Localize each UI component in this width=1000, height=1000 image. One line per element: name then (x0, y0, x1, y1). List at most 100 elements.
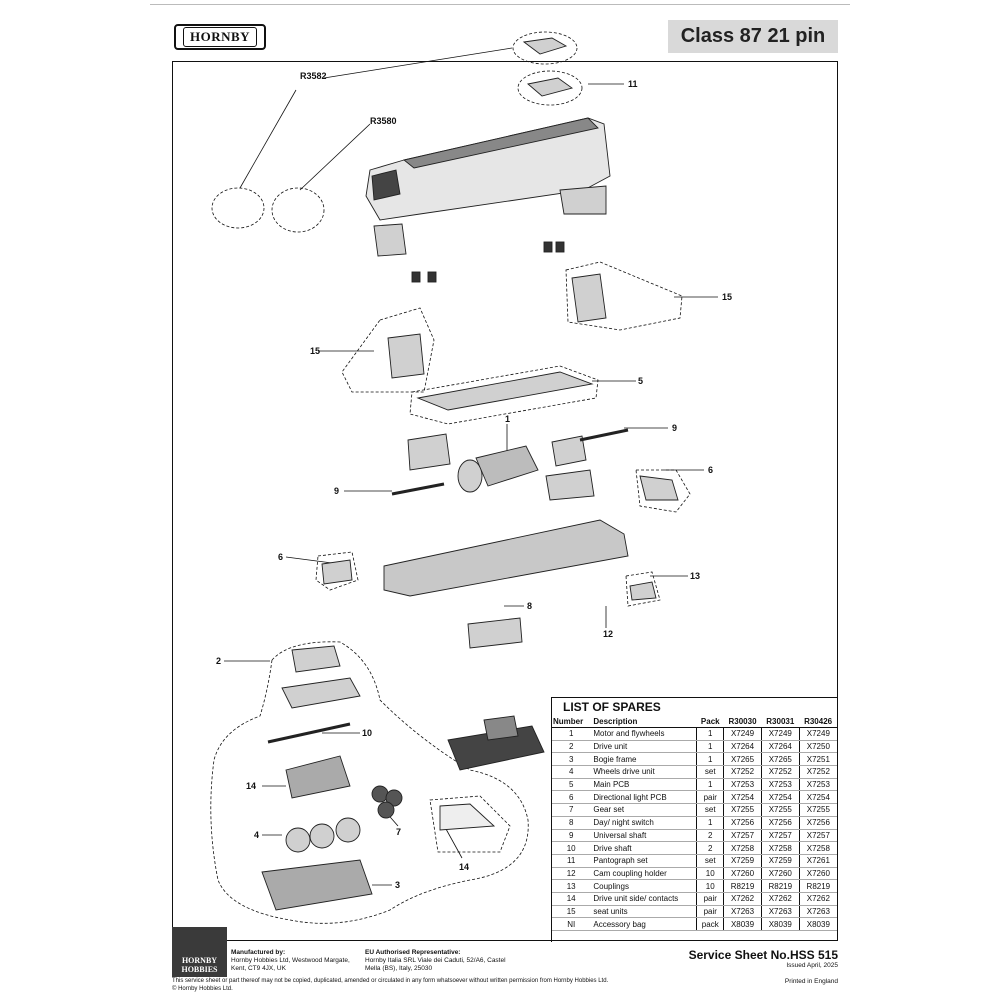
callout-2: 2 (216, 656, 222, 666)
spares-cell-r30031: X7264 (761, 740, 800, 754)
spares-cell-number: 14 (551, 892, 592, 906)
group-light-pcb-left (315, 551, 359, 591)
callout-15b: 15 (310, 346, 321, 356)
spares-cell-number: 3 (551, 752, 592, 767)
spares-cell-pack: pair (696, 905, 725, 919)
callout-10: 10 (362, 728, 373, 738)
eu-representative-info: EU Authorised Representative: Hornby Ita… (365, 949, 515, 973)
spares-cell-r30426: X7255 (799, 803, 837, 817)
spares-cell-r30426: X7256 (799, 816, 837, 830)
spares-cell-r30031: X7262 (761, 892, 800, 906)
issued-date: Issued April, 2025 (786, 962, 838, 969)
callout-8: 8 (527, 601, 533, 611)
spares-cell-description: Accessory bag (591, 917, 697, 931)
group-r3582-parts (211, 187, 265, 229)
spares-cell-r30426: X7263 (799, 905, 837, 919)
chassis (383, 519, 629, 597)
leader-r3582-down (239, 89, 297, 189)
spares-cell-r30426: X7251 (799, 752, 837, 767)
spares-cell-description: Bogie frame (591, 752, 697, 767)
spares-cell-r30031: R8219 (761, 879, 800, 893)
spares-cell-pack: 1 (696, 778, 725, 792)
spares-cell-description: Cam coupling holder (591, 867, 697, 881)
top-rule (150, 4, 850, 5)
spares-cell-number: 8 (551, 816, 592, 830)
spares-list: LIST OF SPARES Number Description Pack R… (551, 697, 837, 931)
spares-cell-pack: 1 (696, 740, 725, 754)
spares-cell-r30426: X7261 (799, 854, 837, 868)
spares-cell-r30030: X8039 (723, 917, 762, 931)
col-r30030: R30030 (723, 716, 762, 728)
spares-cell-number: 4 (551, 765, 592, 779)
spares-cell-number: NI (551, 917, 592, 931)
spares-cell-r30426: X7262 (799, 892, 837, 906)
spares-cell-r30031: X7259 (761, 854, 800, 868)
universal-shaft-left (391, 482, 445, 496)
spares-cell-description: Pantograph set (591, 854, 697, 868)
callout-7: 7 (396, 827, 402, 837)
callout-14b: 14 (459, 862, 470, 872)
spares-cell-r30031: X8039 (761, 917, 800, 931)
leader-14b (445, 828, 463, 859)
spares-cell-r30030: X7255 (723, 803, 762, 817)
group-pantograph-11 (517, 70, 583, 106)
spares-cell-description: Drive unit (591, 740, 697, 754)
col-pack: Pack (696, 716, 724, 728)
bogie-assembled-top (483, 715, 519, 741)
spares-cell-number: 2 (551, 740, 592, 754)
callout-14a: 14 (246, 781, 257, 791)
spares-title: LIST OF SPARES (563, 700, 661, 714)
flywheel-right (551, 435, 587, 467)
spares-cell-r30031: X7256 (761, 816, 800, 830)
cab-window (371, 169, 401, 201)
spares-cell-pack: pack (696, 917, 725, 931)
callout-13: 13 (690, 571, 701, 581)
drive-unit-cover (281, 677, 361, 709)
spares-cell-pack: 1 (696, 816, 725, 830)
footer-logo-line2: HOBBIES (181, 965, 218, 974)
spares-cell-r30031: X7263 (761, 905, 800, 919)
spares-cell-r30426: X7254 (799, 790, 837, 805)
spares-cell-description: Motor and flywheels (591, 727, 697, 741)
spares-cell-description: seat units (591, 905, 697, 919)
group-pantograph-top (512, 31, 578, 65)
spares-cell-r30426: R8219 (799, 879, 837, 893)
drive-unit-top (291, 645, 341, 673)
spares-cell-r30030: X7265 (723, 752, 762, 767)
spares-cell-number: 5 (551, 778, 592, 792)
spares-cell-number: 12 (551, 867, 592, 881)
spares-cell-r30031: X7253 (761, 778, 800, 792)
drive-shaft (267, 722, 351, 744)
spares-cell-r30426: X7249 (799, 727, 837, 741)
callout-11: 11 (628, 79, 638, 89)
spares-cell-r30426: X7258 (799, 841, 837, 855)
universal-shaft-right (579, 428, 629, 442)
callout-15a: 15 (722, 292, 733, 302)
eu-title: EU Authorised Representative: (365, 949, 461, 956)
spares-cell-r30031: X7260 (761, 867, 800, 881)
day-night-switch (467, 617, 523, 649)
spares-cell-description: Day/ night switch (591, 816, 697, 830)
spares-cell-description: Main PCB (591, 778, 697, 792)
spares-cell-pack: set (696, 765, 725, 779)
callout-3: 3 (395, 880, 401, 890)
manufacturer-info: Manufactured by: Hornby Hobbies Ltd, Wes… (231, 949, 351, 973)
spares-cell-r30030: X7252 (723, 765, 762, 779)
light-pcb-left (321, 559, 353, 585)
hornby-logo: HORNBY (174, 24, 266, 50)
spares-cell-pack: pair (696, 790, 725, 805)
spares-cell-r30426: X7260 (799, 867, 837, 881)
spares-cell-r30030: X7257 (723, 829, 762, 843)
gear-1 (371, 785, 389, 803)
wheel-2 (309, 823, 335, 849)
group-drive-sides (429, 795, 511, 853)
motor-body (475, 445, 539, 487)
